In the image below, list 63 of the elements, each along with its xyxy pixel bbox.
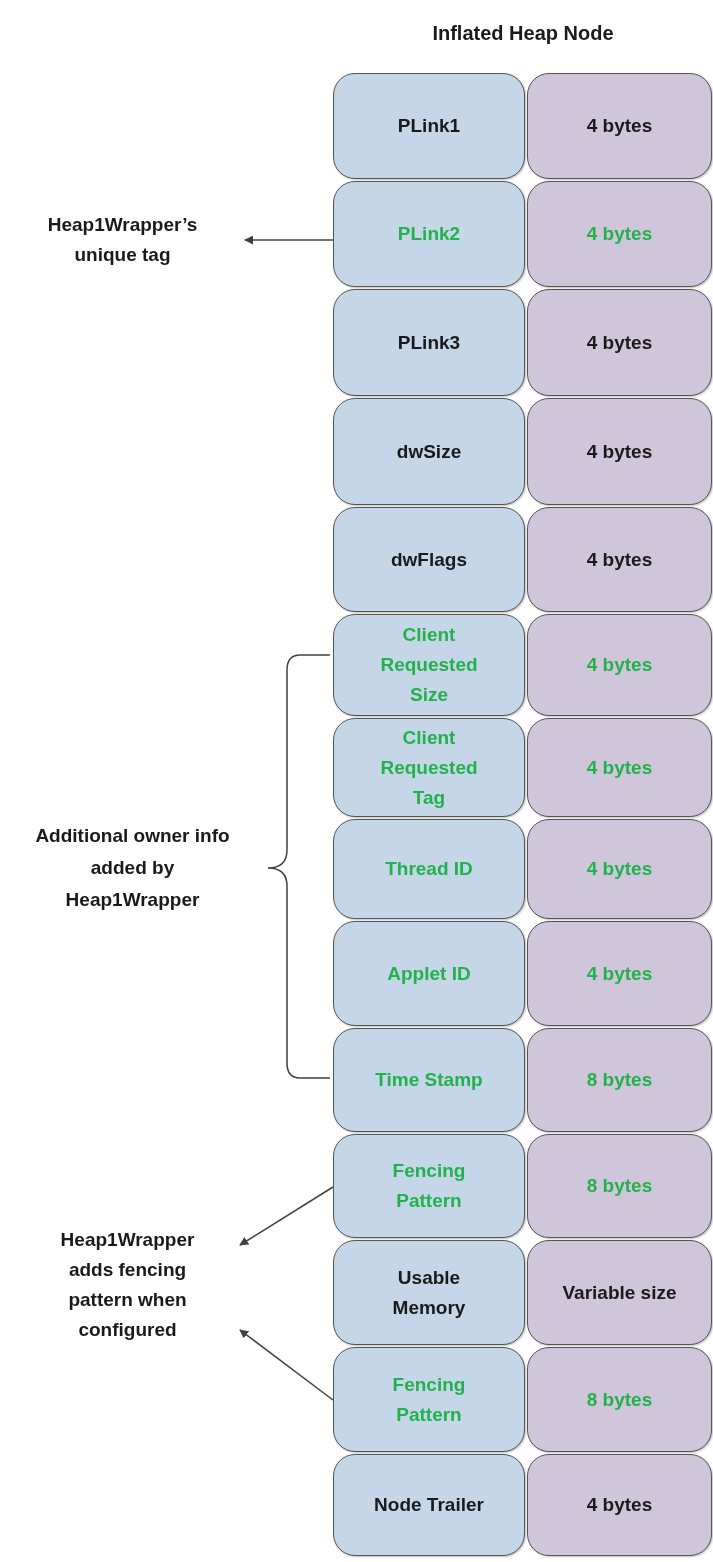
size-box <box>527 1454 712 1556</box>
field-label: Client Requested Tag <box>379 725 479 810</box>
size-box <box>527 1347 712 1452</box>
diagram-title: Inflated Heap Node <box>431 21 615 46</box>
annotation-text: Heap1Wrapper adds fencing pattern when configured <box>59 1228 196 1342</box>
field-label: 4 bytes <box>586 961 653 986</box>
field-label: dwFlags <box>391 547 467 572</box>
size-box <box>527 614 712 716</box>
field-label: Client Requested Size <box>379 623 479 707</box>
size-box <box>527 289 712 396</box>
field-label: 8 bytes <box>586 1387 653 1412</box>
field-label: Fencing Pattern <box>391 1159 467 1213</box>
size-box <box>527 1134 712 1238</box>
size-box <box>527 718 712 817</box>
annotation-text: Additional owner info added by Heap1Wrapper <box>34 824 231 912</box>
field-label: 4 bytes <box>586 114 653 138</box>
field-label: 8 bytes <box>586 1068 653 1092</box>
size-box <box>527 181 712 287</box>
field-label: 4 bytes <box>586 1493 653 1517</box>
field-label: PLink3 <box>397 330 461 355</box>
field-box <box>333 1347 525 1452</box>
arrow <box>239 1329 334 1401</box>
field-box <box>333 507 525 612</box>
size-box <box>527 921 712 1026</box>
field-box <box>333 819 525 919</box>
field-label: 4 bytes <box>586 755 653 780</box>
field-label: 4 bytes <box>586 547 653 572</box>
arrow <box>244 235 334 245</box>
size-box <box>527 507 712 612</box>
annotation-text: Heap1Wrapper’s unique tag <box>46 213 199 267</box>
field-box <box>333 1134 525 1238</box>
field-box <box>333 921 525 1026</box>
size-box <box>527 819 712 919</box>
arrow <box>239 1186 334 1246</box>
field-label: 4 bytes <box>586 439 653 464</box>
field-label: Applet ID <box>387 961 471 986</box>
field-box <box>333 1454 525 1556</box>
field-label: Fencing Pattern <box>391 1372 467 1427</box>
field-box <box>333 718 525 817</box>
field-label: Variable size <box>562 1280 677 1305</box>
field-label: 8 bytes <box>586 1174 653 1198</box>
field-box <box>333 181 525 287</box>
field-label: 4 bytes <box>586 857 653 881</box>
size-box <box>527 1028 712 1132</box>
field-box <box>333 73 525 179</box>
field-label: PLink2 <box>397 222 461 246</box>
field-label: dwSize <box>396 439 462 464</box>
field-label: PLink1 <box>397 114 461 138</box>
field-label: Time Stamp <box>375 1068 483 1092</box>
field-label: Thread ID <box>385 857 473 881</box>
field-box <box>333 1240 525 1345</box>
size-box <box>527 1240 712 1345</box>
size-box <box>527 398 712 505</box>
field-label: 4 bytes <box>586 653 653 677</box>
field-label: 4 bytes <box>586 330 653 355</box>
field-box <box>333 1028 525 1132</box>
field-box <box>333 398 525 505</box>
field-box <box>333 289 525 396</box>
size-box <box>527 73 712 179</box>
field-label: Node Trailer <box>374 1493 484 1517</box>
field-label: Usable Memory <box>391 1265 467 1320</box>
field-box <box>333 614 525 716</box>
field-label: 4 bytes <box>586 222 653 246</box>
